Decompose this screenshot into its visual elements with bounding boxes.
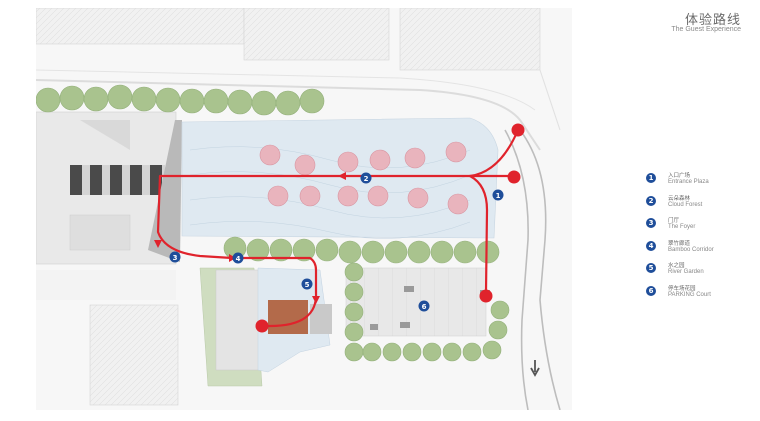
legend-label-zh: 水之园 <box>668 263 685 269</box>
svg-text:4: 4 <box>236 255 241 263</box>
legend-label-en: Entrance Plaza <box>668 179 709 185</box>
svg-text:6: 6 <box>422 303 427 311</box>
tree-ring-parking <box>344 262 510 362</box>
page-title: 体验路线 <box>684 13 741 28</box>
legend-label-en: River Garden <box>668 269 704 275</box>
legend-label-en: Bamboo Corridor <box>668 246 714 253</box>
legend-label-zh: 入口广场 <box>668 173 691 179</box>
legend-label-zh: 云朵森林 <box>668 195 691 202</box>
site-plan-map: 1 2 3 4 5 6 <box>36 8 572 410</box>
buildings-south <box>36 270 179 406</box>
traffic-arrow-icon <box>530 360 540 377</box>
map-marker-6: 6 <box>418 300 430 312</box>
legend-item: 1 入口广场 Entrance Plaza <box>646 171 756 194</box>
svg-text:5: 5 <box>305 281 310 289</box>
map-markers: 1 2 3 4 5 6 <box>169 172 504 312</box>
map-marker-2: 2 <box>360 172 372 184</box>
buildings-north <box>36 8 541 71</box>
legend-number-badge: 2 <box>646 195 656 206</box>
legend-label-zh: 门厅 <box>668 218 680 224</box>
roads <box>36 69 561 410</box>
legend: 1 入口广场 Entrance Plaza 2 云朵森林 Cloud Fores… <box>646 171 756 306</box>
legend-item: 4 翠竹廊道 Bamboo Corridor <box>646 239 756 262</box>
legend-label-zh: 停车场花园 <box>668 285 696 292</box>
legend-number-badge: 3 <box>646 218 656 228</box>
legend-item: 5 水之园 River Garden <box>646 261 756 284</box>
cloud-forest-plaza <box>181 117 499 239</box>
map-marker-1: 1 <box>492 189 504 201</box>
legend-label-en: PARKING Court <box>668 291 711 298</box>
parking-court <box>345 267 490 337</box>
plaza-contours <box>189 146 471 239</box>
map-marker-3: 3 <box>169 251 181 263</box>
legend-item: 6 停车场花园 PARKING Court <box>646 284 756 307</box>
legend-item: 2 云朵森林 Cloud Forest <box>646 194 756 217</box>
legend-label-en: Cloud Forest <box>668 201 703 208</box>
svg-text:2: 2 <box>364 175 369 183</box>
page-subtitle: The Guest Experience <box>671 26 741 33</box>
guest-route <box>156 128 520 328</box>
legend-number-badge: 6 <box>646 285 656 296</box>
route-endpoints <box>255 123 525 333</box>
legend-item: 3 门厅 The Foyer <box>646 216 756 239</box>
legend-label-zh: 翠竹廊道 <box>668 240 691 247</box>
tree-row-north <box>36 84 325 116</box>
pink-trees <box>259 141 469 215</box>
legend-number-badge: 1 <box>646 173 656 183</box>
legend-number-badge: 5 <box>646 263 656 273</box>
map-marker-5: 5 <box>301 278 313 290</box>
map-marker-4: 4 <box>232 252 244 264</box>
river-garden <box>199 267 332 387</box>
svg-text:1: 1 <box>496 192 501 200</box>
diagonal-wall <box>148 120 182 262</box>
legend-label-en: The Foyer <box>668 224 696 230</box>
svg-text:3: 3 <box>173 254 178 262</box>
legend-number-badge: 4 <box>646 240 656 251</box>
